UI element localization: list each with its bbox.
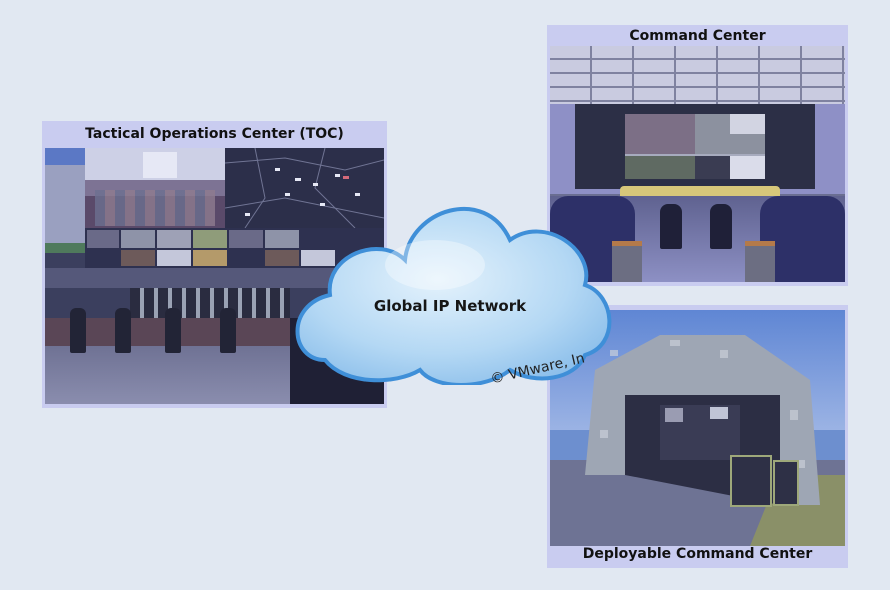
command-center-image [550,46,845,282]
monitor [265,230,299,248]
toc-title: Tactical Operations Center (TOC) [85,126,344,142]
cloud-label: Global IP Network [373,297,527,315]
command-center-panel: Command Center [547,25,848,286]
video-wall [625,114,765,179]
equipment-rack [773,460,799,506]
airforce-logo-monitor [301,250,335,266]
airforce-logo-monitor [157,250,191,266]
monitor [193,230,227,248]
console-monitors [130,288,290,318]
back-wall [575,104,815,189]
projector-screen [143,152,177,178]
airforce-logo-monitor [730,156,765,179]
equipment-rack [730,455,772,507]
chair [220,308,236,353]
map-screen [224,148,384,229]
rear-wall [45,268,384,288]
monitor [710,407,728,419]
briefing-feed [625,114,695,154]
workstation [660,405,740,460]
map-feed [730,114,765,134]
monitor [695,156,730,179]
monitor [87,230,119,248]
monitor-wall [85,228,384,268]
monitor [665,408,683,422]
monitor [265,250,299,266]
briefing-video-screen [85,148,225,228]
chair [70,308,86,353]
command-center-title: Command Center [629,28,766,44]
monitor [121,230,155,248]
armrest [745,241,775,282]
aerial-feed [695,114,730,154]
aerial-feed [730,134,765,154]
monitor [157,230,191,248]
chair [115,308,131,353]
green-stripe [45,243,85,253]
toc-image [45,148,384,404]
chair [660,204,682,249]
toc-panel: Tactical Operations Center (TOC) [42,121,387,408]
chair [710,204,732,249]
global-ip-network-cloud: Global IP Network [285,185,615,387]
chair [165,308,181,353]
wall [45,148,85,243]
audience [95,190,215,226]
deployable-title: Deployable Command Center [582,546,813,562]
monitor [193,250,227,266]
cloud-icon [295,207,612,387]
monitor [229,230,263,248]
armrest [612,241,642,282]
monitor [121,250,155,266]
ceiling [550,46,845,104]
map-lines [224,148,384,229]
monitor [625,156,695,179]
